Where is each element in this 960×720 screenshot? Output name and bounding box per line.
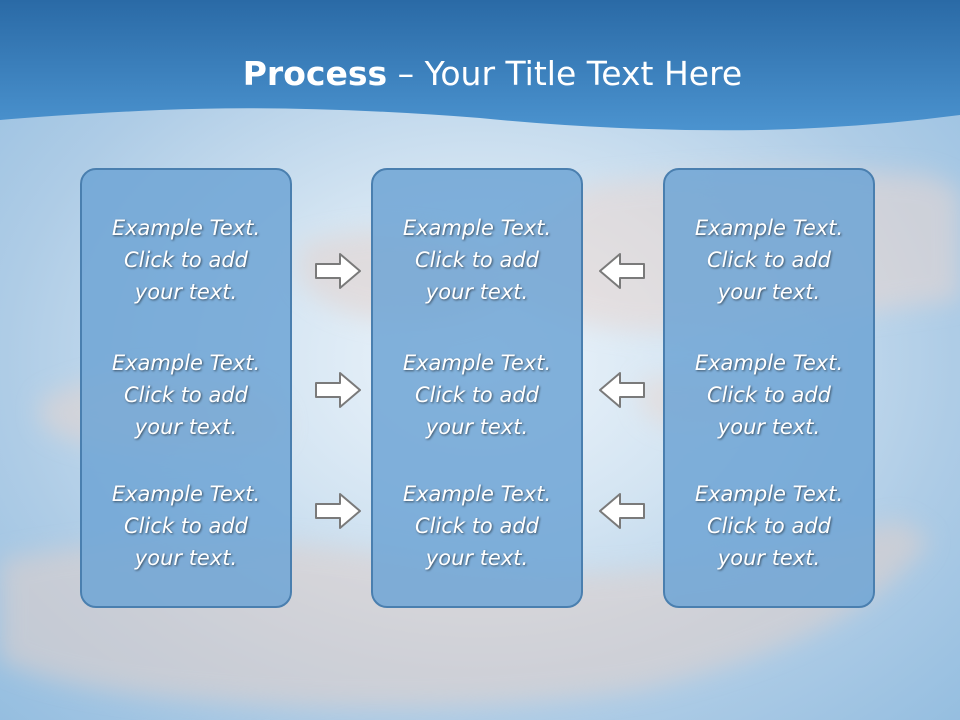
arrow-right-icon[interactable]	[314, 491, 364, 531]
text-line: Example Text.	[111, 351, 261, 375]
text-line: your text.	[134, 415, 238, 439]
text-line: Example Text.	[402, 482, 552, 506]
arrow-left-icon[interactable]	[596, 491, 646, 531]
center-text-block-2[interactable]: Example Text. Click to add your text.	[373, 347, 581, 443]
text-line: Example Text.	[402, 351, 552, 375]
center-text-block-3[interactable]: Example Text. Click to add your text.	[373, 478, 581, 574]
right-text-block-1[interactable]: Example Text. Click to add your text.	[665, 212, 873, 308]
left-text-box[interactable]: Example Text. Click to add your text. Ex…	[80, 168, 292, 608]
text-line: Click to add	[706, 514, 831, 538]
text-line: your text.	[425, 546, 529, 570]
text-line: your text.	[717, 415, 821, 439]
text-line: your text.	[717, 546, 821, 570]
text-line: Click to add	[123, 383, 248, 407]
text-line: Click to add	[123, 514, 248, 538]
text-line: Example Text.	[694, 351, 844, 375]
title-banner	[0, 0, 960, 131]
left-text-block-3[interactable]: Example Text. Click to add your text.	[82, 478, 290, 574]
text-line: your text.	[134, 280, 238, 304]
text-line: your text.	[134, 546, 238, 570]
text-line: Click to add	[706, 248, 831, 272]
text-line: Example Text.	[694, 216, 844, 240]
title-bold: Process	[242, 54, 388, 93]
text-line: Click to add	[414, 248, 539, 272]
left-text-block-2[interactable]: Example Text. Click to add your text.	[82, 347, 290, 443]
right-text-box[interactable]: Example Text. Click to add your text. Ex…	[663, 168, 875, 608]
text-line: Click to add	[414, 383, 539, 407]
arrow-right-icon[interactable]	[314, 370, 364, 410]
left-text-block-1[interactable]: Example Text. Click to add your text.	[82, 212, 290, 308]
slide-title[interactable]: Process – Your Title Text Here	[0, 52, 960, 96]
center-text-block-1[interactable]: Example Text. Click to add your text.	[373, 212, 581, 308]
text-line: Click to add	[706, 383, 831, 407]
title-rest: – Your Title Text Here	[387, 54, 743, 93]
arrow-left-icon[interactable]	[596, 251, 646, 291]
right-text-block-3[interactable]: Example Text. Click to add your text.	[665, 478, 873, 574]
text-line: Click to add	[123, 248, 248, 272]
text-line: your text.	[425, 280, 529, 304]
text-line: your text.	[425, 415, 529, 439]
center-text-box[interactable]: Example Text. Click to add your text. Ex…	[371, 168, 583, 608]
right-text-block-2[interactable]: Example Text. Click to add your text.	[665, 347, 873, 443]
text-line: Example Text.	[694, 482, 844, 506]
text-line: Example Text.	[111, 216, 261, 240]
text-line: Example Text.	[402, 216, 552, 240]
arrow-left-icon[interactable]	[596, 370, 646, 410]
text-line: Example Text.	[111, 482, 261, 506]
text-line: your text.	[717, 280, 821, 304]
text-line: Click to add	[414, 514, 539, 538]
arrow-right-icon[interactable]	[314, 251, 364, 291]
